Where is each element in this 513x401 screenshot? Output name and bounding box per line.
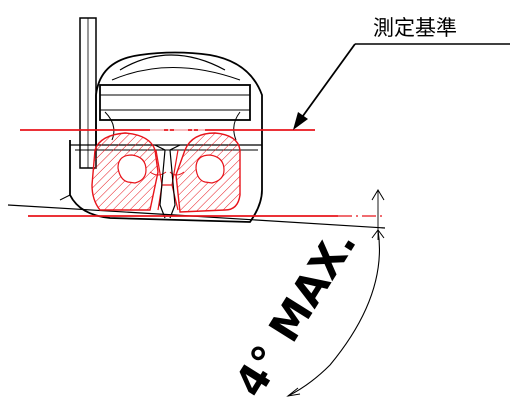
angle-label: 4° MAX. bbox=[225, 220, 366, 401]
ground-line bbox=[7, 204, 386, 229]
leader-arrow bbox=[293, 43, 510, 130]
angle-dimension bbox=[286, 189, 385, 397]
reference-label: 測定基準 bbox=[373, 16, 457, 40]
clamp-section bbox=[91, 132, 241, 219]
reference-lines bbox=[20, 129, 385, 217]
